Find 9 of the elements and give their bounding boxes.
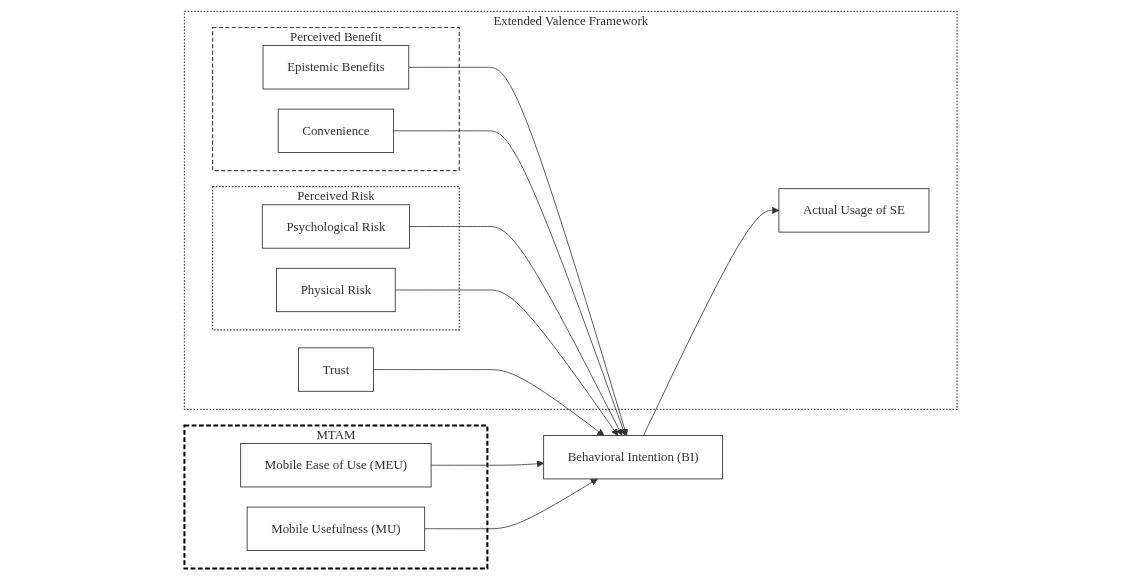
node-box: Mobile Usefulness (MU) <box>246 506 425 551</box>
node-box: Actual Usage of SE <box>778 188 930 233</box>
node-box: Psychological Risk <box>261 204 410 249</box>
node-box: Epistemic Benefits <box>262 45 409 90</box>
node-box: Behavioral Intention (BI) <box>543 435 723 480</box>
node-box: Trust <box>297 347 374 392</box>
node-box: Physical Risk <box>275 267 396 313</box>
node-box: Convenience <box>277 108 394 153</box>
node-box: Mobile Ease of Use (MEU) <box>240 443 432 488</box>
